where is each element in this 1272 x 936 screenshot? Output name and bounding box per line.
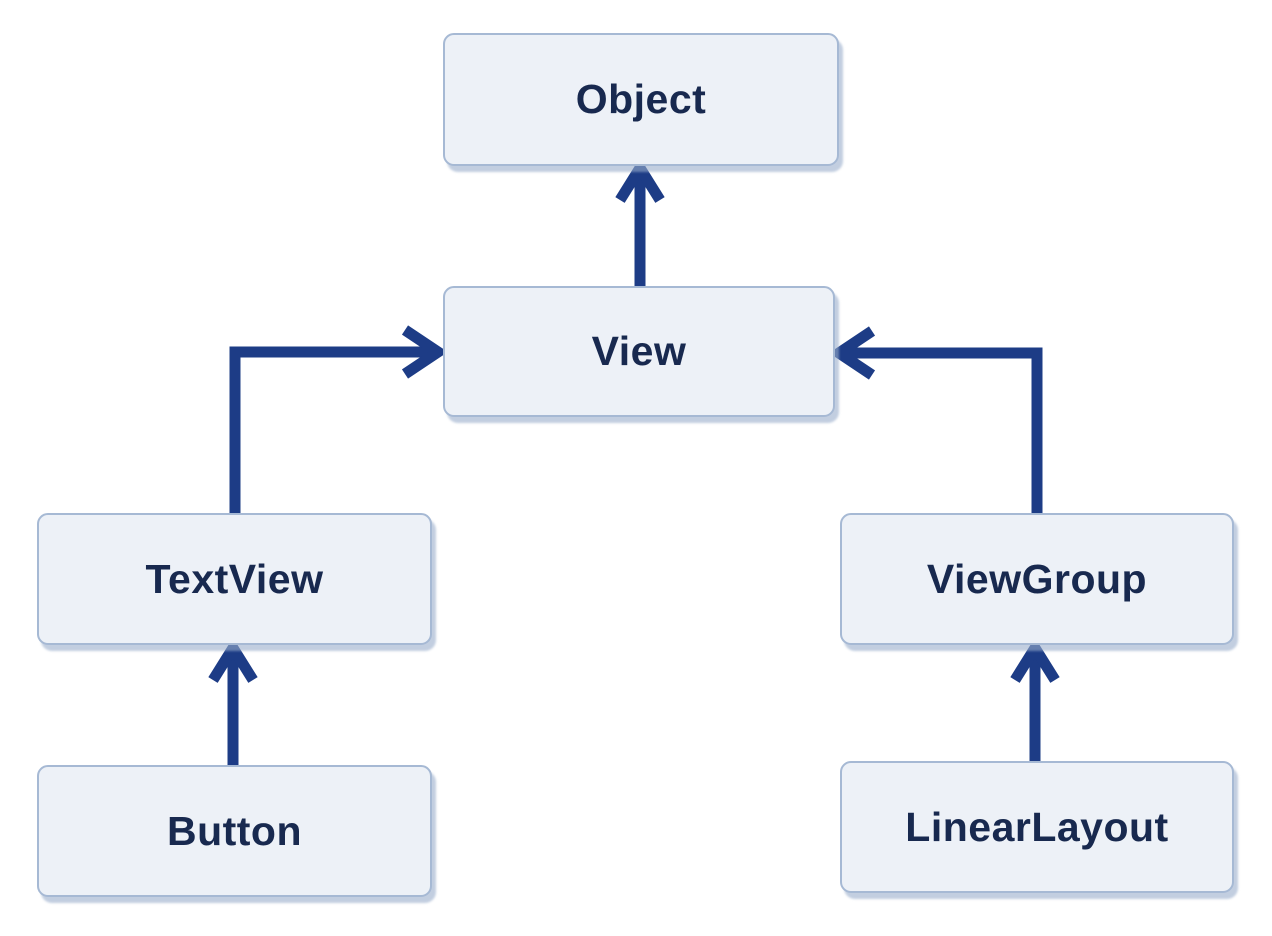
node-textview-label: TextView (145, 555, 324, 602)
node-viewgroup: ViewGroup (840, 513, 1234, 645)
node-linearlayout-label: LinearLayout (905, 803, 1169, 850)
node-textview: TextView (37, 513, 432, 645)
edge-viewgroup-to-view (829, 326, 1043, 514)
node-view-label: View (591, 328, 687, 374)
edge-textview-to-view (229, 325, 448, 514)
node-linearlayout: LinearLayout (840, 761, 1234, 893)
edge-view-to-object (615, 157, 665, 287)
node-view: View (443, 286, 835, 417)
edge-linearlayout-to-viewgroup (1010, 637, 1060, 762)
node-object: Object (443, 33, 839, 166)
node-viewgroup-label: ViewGroup (926, 555, 1148, 602)
node-button-label: Button (166, 807, 303, 854)
edge-button-to-textview (208, 637, 258, 766)
node-object-label: Object (575, 76, 707, 122)
node-button: Button (37, 765, 432, 897)
